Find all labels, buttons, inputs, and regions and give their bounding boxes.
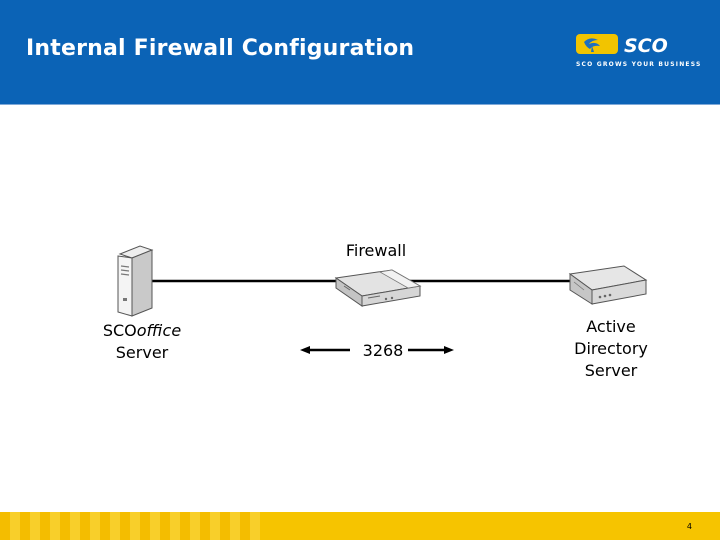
ad-server-line3: Server xyxy=(584,361,638,380)
desktop-server-icon xyxy=(568,265,648,305)
logo-tagline: SCO GROWS YOUR BUSINESS xyxy=(576,61,702,68)
sco-server-label: SCOoffice Server xyxy=(82,320,202,364)
slide-header: Internal Firewall Configuration SCO SCO … xyxy=(0,0,720,105)
ad-server-line2: Directory xyxy=(574,339,648,358)
sco-logo: SCO xyxy=(576,34,668,57)
sco-server-line2: Server xyxy=(115,343,169,362)
footer-stripes xyxy=(0,512,260,540)
ad-server-line1: Active xyxy=(586,317,636,336)
slide-footer xyxy=(0,512,720,540)
arrow-left-head xyxy=(300,346,310,354)
tower-server-icon xyxy=(117,245,154,317)
sco-server-name-italic: office xyxy=(136,321,182,340)
page-number: 4 xyxy=(686,522,692,531)
firewall-device-icon xyxy=(334,269,422,307)
firewall-label: Firewall xyxy=(345,241,407,260)
arrow-right-head xyxy=(444,346,454,354)
logo-tree-icon xyxy=(584,38,600,49)
port-label: 3268 xyxy=(362,341,404,360)
logo-wordmark: SCO xyxy=(624,35,668,57)
sco-server-name-prefix: SCO xyxy=(102,321,137,340)
ad-server-label: Active Directory Server xyxy=(556,316,666,382)
slide-title: Internal Firewall Configuration xyxy=(26,36,415,61)
